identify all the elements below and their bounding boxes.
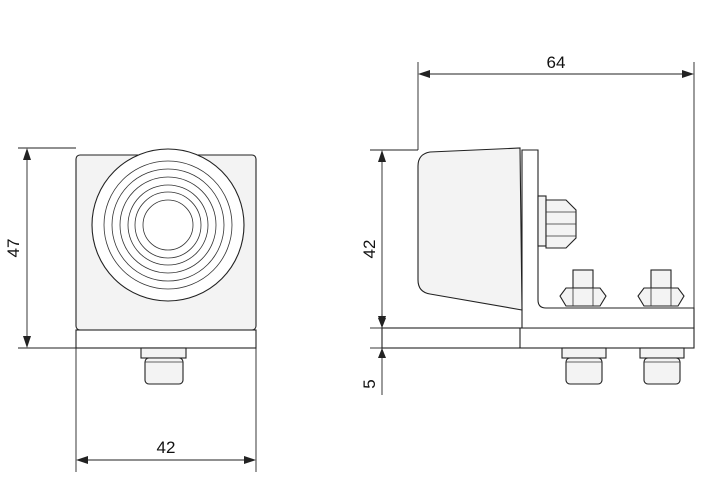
side-bolt-right (637, 269, 685, 385)
side-height-dimension: 42 (360, 149, 418, 329)
side-base-plate (381, 327, 695, 349)
front-width-dimension: 42 (75, 348, 257, 472)
side-length-dimension: 64 (417, 53, 695, 328)
side-view: 64 42 5 (360, 53, 695, 395)
front-bolt (140, 347, 187, 385)
side-buffer (417, 147, 523, 311)
front-height-dimension: 47 (4, 147, 76, 349)
front-height-label: 47 (4, 239, 23, 258)
front-width-label: 42 (157, 438, 176, 457)
side-length-label: 64 (547, 53, 566, 72)
side-nut (537, 195, 577, 249)
side-height-label: 42 (360, 240, 379, 259)
side-plate-label: 5 (360, 379, 379, 388)
front-base-plate (75, 329, 257, 349)
side-bolt-left (559, 269, 607, 385)
front-buffer (91, 148, 245, 302)
front-view: 47 42 (4, 147, 257, 472)
side-plate-dimension: 5 (360, 314, 386, 395)
